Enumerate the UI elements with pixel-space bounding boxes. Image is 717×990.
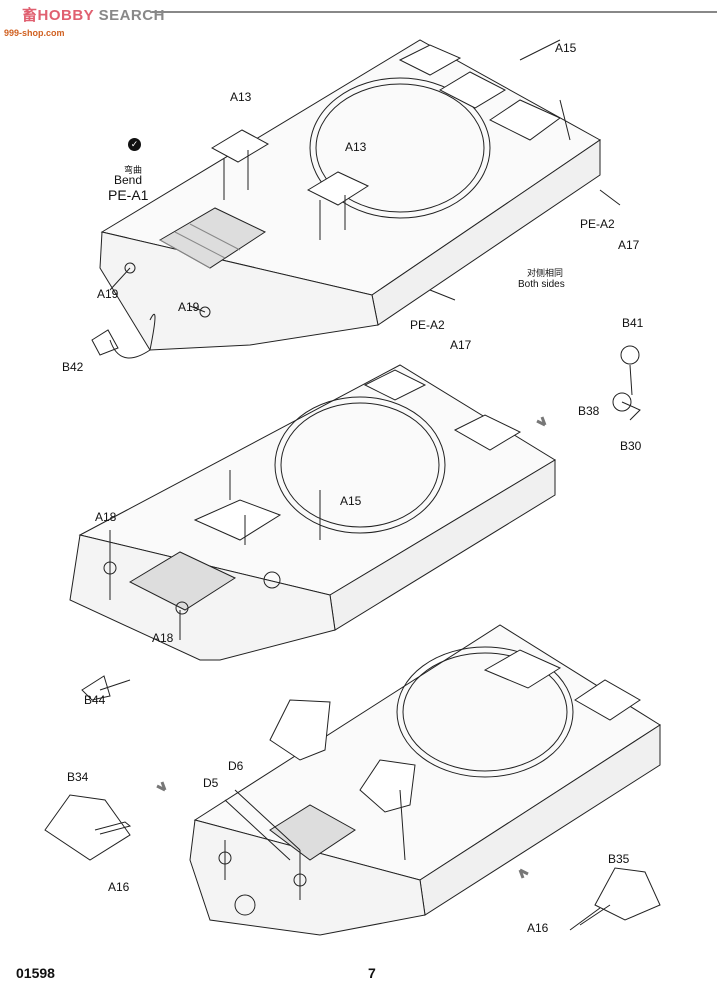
label-b42: B42 [62,360,84,374]
page-number: 7 [368,965,376,981]
hull-step2 [69,364,556,701]
label-a17: A17 [618,238,640,252]
watermark-brand-a: HOBBY [37,7,94,24]
bend-icon: ✓ [128,138,141,151]
label-b34: B34 [67,770,89,784]
watermark-brand-cn: 畜 [22,7,38,24]
label-a18: A18 [152,631,174,645]
label-a13: A13 [345,140,367,154]
parts-detail [612,345,641,421]
label-a16: A16 [527,921,549,935]
label-bend: Bend [114,173,143,187]
label-a18: A18 [95,510,117,524]
label-pe-a2: PE-A2 [580,217,615,231]
label-pe-a2: PE-A2 [410,318,445,332]
label-d5: D5 [203,776,219,790]
hull-step1 [91,39,621,359]
watermark-logo: 畜HOBBY SEARCH [22,4,165,25]
label-a17: A17 [450,338,472,352]
label-a19: A19 [178,300,200,314]
label-d6: D6 [228,759,244,773]
label-a16: A16 [108,880,130,894]
label-a13: A13 [230,90,252,104]
label-both-sides-cn: 对侧相同 [527,268,564,278]
label-b38: B38 [578,404,600,418]
watermark-site: 999-shop.com [4,28,65,38]
label-a15: A15 [340,494,362,508]
label-b35: B35 [608,852,630,866]
hull-step3 [44,624,661,936]
label-a15: A15 [555,41,577,55]
label-b44: B44 [84,693,106,707]
label-a19: A19 [97,287,119,301]
label-b41: B41 [622,316,644,330]
label-pe-a1: PE-A1 [108,187,149,203]
watermark-brand-b: SEARCH [93,7,165,24]
label-bend-cn: 弯曲 [124,165,143,175]
product-code: 01598 [16,965,55,981]
label-b30: B30 [620,439,642,453]
label-both-sides: Both sides [518,279,565,290]
